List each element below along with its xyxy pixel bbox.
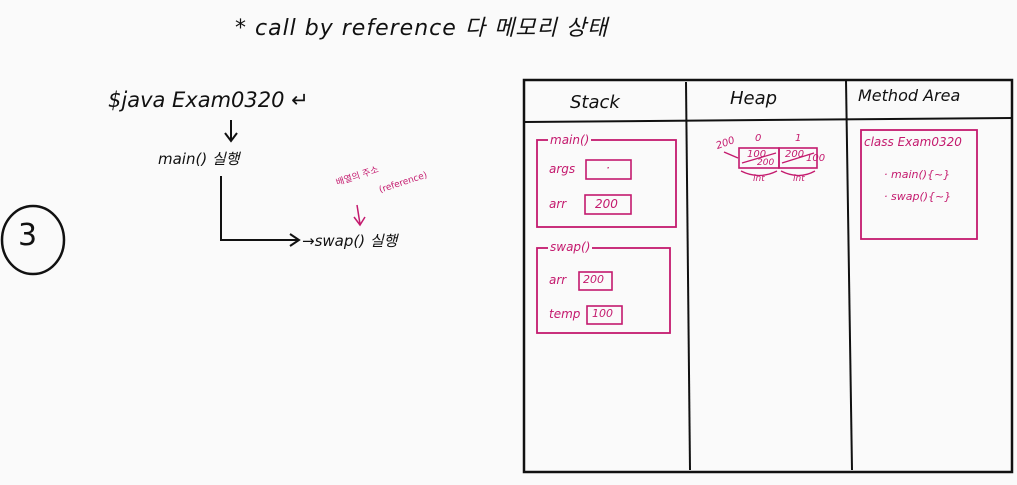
main-frame-box: [536, 139, 677, 228]
heap-index-0: 0: [755, 133, 762, 144]
heap-cell-0-old: 100: [747, 149, 767, 160]
swap-arr-value: 200: [583, 273, 604, 286]
step-number: 3: [18, 218, 38, 253]
heap-type-1: int: [793, 174, 805, 184]
main-execution-label: main() 실행: [158, 150, 240, 168]
step-circle: [0, 204, 66, 276]
page-title: * call by reference 다 메모리 상태: [235, 16, 609, 41]
temp-value-box: [586, 305, 623, 325]
column-divider-2: [845, 79, 853, 471]
header-heap: Heap: [730, 88, 778, 109]
swap-execution-label: →swap() 실행: [302, 232, 398, 250]
method-swap: · swap(){~}: [884, 190, 952, 203]
main-arr-value-box: [584, 194, 632, 215]
class-box: [860, 129, 978, 240]
swap-frame-label: swap(): [548, 240, 593, 254]
swap-arr-label: arr: [549, 273, 567, 287]
heap-index-1: 1: [795, 133, 802, 144]
flow-line-to-swap: [220, 176, 301, 247]
heap-cell-1-new: 100: [806, 153, 826, 164]
class-label: class Exam0320: [864, 135, 962, 149]
heap-cell-0-new: 200: [757, 158, 775, 168]
reference-arrow: [353, 204, 366, 227]
swap-arr-value-box: [578, 271, 613, 291]
header-divider: [523, 117, 1013, 123]
temp-value: 100: [592, 307, 613, 320]
header-method-area: Method Area: [858, 86, 961, 105]
java-command: $java Exam0320 ↵: [108, 88, 309, 112]
args-value-box: [585, 159, 632, 180]
type-brace-0: [740, 170, 778, 177]
args-label: args: [549, 162, 576, 176]
args-value: ·: [606, 161, 610, 175]
header-stack: Stack: [570, 92, 620, 113]
cell1-strike: [781, 152, 815, 164]
heap-type-0: int: [753, 174, 765, 184]
main-arr-label: arr: [549, 197, 567, 211]
method-main: · main(){~}: [884, 168, 951, 181]
heap-cell-1: [778, 147, 818, 169]
down-arrow-to-main: [224, 120, 238, 143]
type-brace-1: [780, 170, 816, 177]
temp-label: temp: [549, 307, 581, 321]
main-frame-label: main(): [548, 133, 592, 147]
column-divider-1: [685, 81, 691, 471]
heap-address-arrow: [723, 151, 739, 159]
cell0-strike: [741, 152, 777, 164]
swap-frame-box: [536, 247, 671, 334]
heap-cell-1-old: 200: [785, 149, 805, 160]
memory-table-frame: [522, 78, 1014, 474]
main-arr-value: 200: [595, 197, 618, 211]
